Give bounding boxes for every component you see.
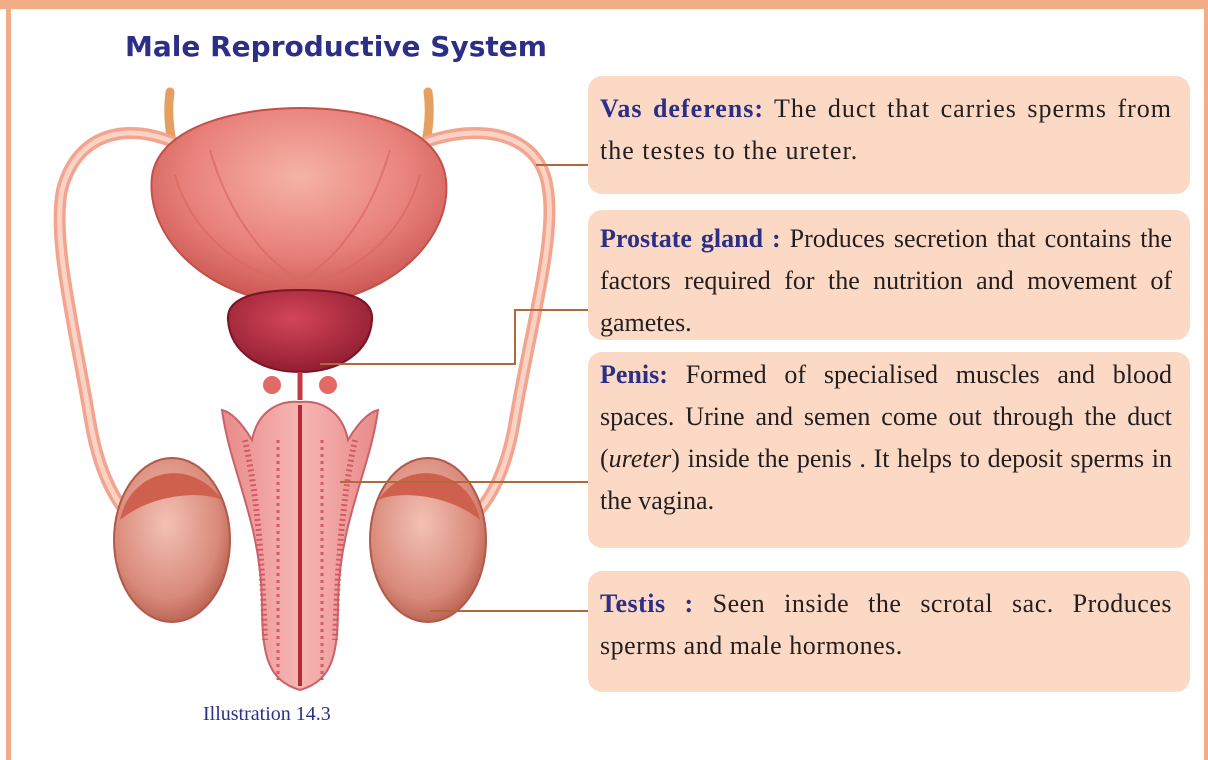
penis-text-after: ) inside the penis . It helps to deposit… xyxy=(600,444,1172,515)
penis-label: Penis: Formed of specialised muscles and… xyxy=(588,352,1190,548)
illustration-caption: Illustration 14.3 xyxy=(203,703,331,726)
male-reproductive-illustration xyxy=(0,0,600,700)
prostate-gland xyxy=(228,290,372,372)
urinary-bladder xyxy=(151,108,446,305)
vas-deferens-term: Vas deferens: xyxy=(600,94,764,123)
prostate-gland-label: Prostate gland : Produces secretion that… xyxy=(588,210,1190,340)
right-border xyxy=(1204,0,1208,760)
vas-deferens-label: Vas deferens: The duct that carries sper… xyxy=(588,76,1190,194)
prostate-gland-term: Prostate gland : xyxy=(600,224,781,253)
testis-term: Testis : xyxy=(600,589,694,618)
penis-term: Penis: xyxy=(600,360,668,389)
penis-text-italic: ureter xyxy=(609,444,672,473)
testis-label: Testis : Seen inside the scrotal sac. Pr… xyxy=(588,571,1190,692)
